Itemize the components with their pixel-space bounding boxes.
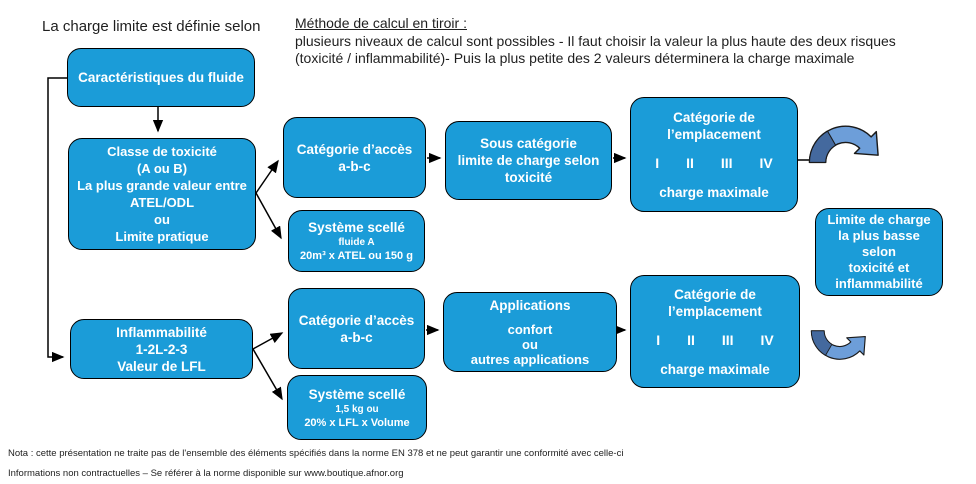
box-systeme-scelle-toxicite: Système scellé fluide A 20m³ x ATEL ou 1… <box>288 210 425 272</box>
numeral: I <box>655 154 660 171</box>
box-line: Valeur de LFL <box>117 358 206 374</box>
numeral: II <box>687 331 695 348</box>
box-line: Caractéristiques du fluide <box>78 70 244 85</box>
box-line: Inflammabilité <box>116 324 207 340</box>
box-caracteristiques-fluide: Caractéristiques du fluide <box>67 48 255 107</box>
numeral: IV <box>759 154 773 171</box>
box-line: l’emplacement <box>668 303 762 319</box>
box-line: Catégorie de <box>674 286 756 302</box>
box-line: 20% x LFL x Volume <box>304 416 410 429</box>
box-line: 1-2L-2-3 <box>135 341 188 357</box>
numeral: III <box>720 154 733 171</box>
box-line: charge maximale <box>659 184 769 200</box>
box-categorie-emplacement-toxicite: Catégorie de l’emplacement I II III IV c… <box>630 97 798 212</box>
box-line: selon <box>862 244 896 259</box>
box-line: Limite pratique <box>115 229 209 244</box>
numeral: II <box>686 154 694 171</box>
footer-note: Nota : cette présentation ne traite pas … <box>8 448 624 459</box>
box-line: (A ou B) <box>136 161 188 176</box>
method-text-block: Méthode de calcul en tiroir : plusieurs … <box>295 15 896 68</box>
box-line: la plus basse <box>838 228 920 243</box>
location-category-numerals: I II III IV <box>656 332 774 349</box>
box-line: Sous catégorie <box>480 136 577 151</box>
box-categorie-acces-inflammabilite: Catégorie d’accès a-b-c <box>288 288 425 369</box>
box-line: Système scellé <box>308 220 405 235</box>
box-line: toxicité <box>504 170 553 185</box>
box-line: Catégorie de <box>673 109 755 125</box>
page-title: La charge limite est définie selon <box>42 18 261 35</box>
box-line: Catégorie d’accès <box>298 312 415 328</box>
box-systeme-scelle-inflammabilite: Système scellé 1,5 kg ou 20% x LFL x Vol… <box>287 375 427 440</box>
box-line: La plus grande valeur entre <box>77 178 247 193</box>
method-title: Méthode de calcul en tiroir : <box>295 15 467 31</box>
box-line: Classe de toxicité <box>107 144 217 159</box>
box-limite-charge-basse: Limite de charge la plus basse selon tox… <box>815 208 943 296</box>
box-line: toxicité et <box>848 260 910 275</box>
box-applications: Applications confort ou autres applicati… <box>443 292 617 372</box>
method-line: plusieurs niveaux de calcul sont possibl… <box>295 32 896 49</box>
box-line: limite de charge selon <box>457 153 600 168</box>
numeral: III <box>721 331 734 348</box>
box-line: 20m³ x ATEL ou 150 g <box>300 250 413 262</box>
method-line: (toxicité / inflammabilité)- Puis la plu… <box>295 50 855 66</box>
numeral: I <box>656 331 661 348</box>
box-line: ou <box>522 337 538 352</box>
box-inflammabilite: Inflammabilité 1-2L-2-3 Valeur de LFL <box>70 319 253 379</box>
box-line: autres applications <box>470 352 590 367</box>
box-line: Limite de charge <box>827 212 931 227</box>
curved-arrow-down-icon <box>808 125 879 164</box>
box-line: inflammabilité <box>835 276 923 291</box>
box-line: Système scellé <box>308 386 406 402</box>
box-line: ATEL/ODL <box>129 195 195 210</box>
box-line: charge maximale <box>660 361 770 377</box>
box-line: a-b-c <box>340 329 373 345</box>
box-line: Catégorie d’accès <box>296 141 413 157</box>
box-line: a-b-c <box>338 158 371 174</box>
box-categorie-acces-toxicite: Catégorie d’accès a-b-c <box>283 117 426 198</box>
box-sous-categorie-toxicite: Sous catégorie limite de charge selon to… <box>445 121 612 200</box>
box-line: l’emplacement <box>667 126 761 142</box>
box-line: fluide A <box>338 237 375 248</box>
numeral: IV <box>760 331 774 348</box>
footer-note: Informations non contractuelles – Se réf… <box>8 468 404 479</box>
box-categorie-emplacement-inflammabilite: Catégorie de l’emplacement I II III IV c… <box>630 275 800 388</box>
box-classe-toxicite: Classe de toxicité (A ou B) La plus gran… <box>68 138 256 250</box>
curved-arrow-up-icon <box>810 330 866 360</box>
location-category-numerals: I II III IV <box>655 155 773 172</box>
box-line: Applications <box>489 298 571 313</box>
box-line: ou <box>154 212 170 227</box>
box-line: confort <box>507 322 553 337</box>
box-line: 1,5 kg ou <box>335 403 379 415</box>
